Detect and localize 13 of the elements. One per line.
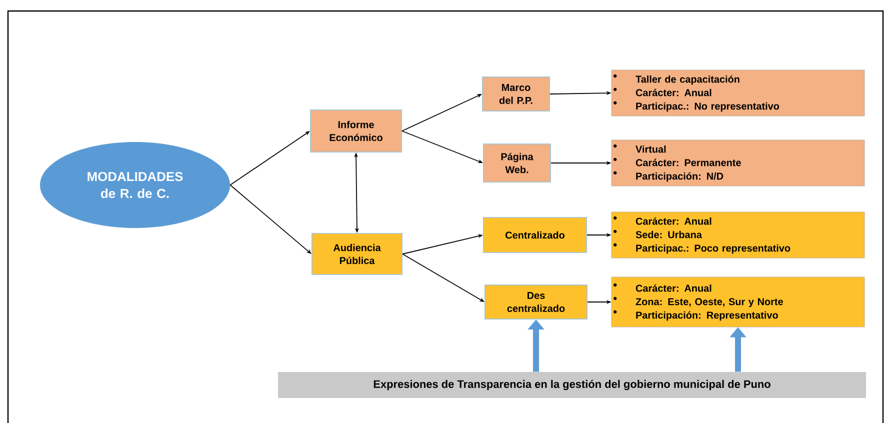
caption-band: Expresiones de Transparencia en la gestión del gobierno municipal de Puno <box>278 372 866 398</box>
process-box: Des centralizado <box>484 284 588 320</box>
process-box: Audiencia Pública <box>312 233 402 275</box>
bullet-list-box: Carácter: Anual Zona: Este, Oeste, Sur y Norte Participación: Representativo <box>611 276 865 328</box>
process-box: Marco del P.P. <box>482 76 550 112</box>
bullet-list-box: Virtual Carácter: Permanente Participación: N/D <box>611 140 865 186</box>
oval-node: MODALIDADES de R. de C. <box>40 142 230 228</box>
bullet-list-box: Taller de capacitación Carácter: Anual Participac.: No representativo <box>611 70 865 116</box>
process-box: Informe Económico <box>310 110 402 152</box>
process-box: Centralizado <box>483 217 587 253</box>
bullet-list-box: Carácter: Anual Sede: Urbana Participac.: Poco representativo <box>611 212 865 258</box>
arrow <box>230 184 312 254</box>
process-box: Página Web. <box>483 144 551 182</box>
